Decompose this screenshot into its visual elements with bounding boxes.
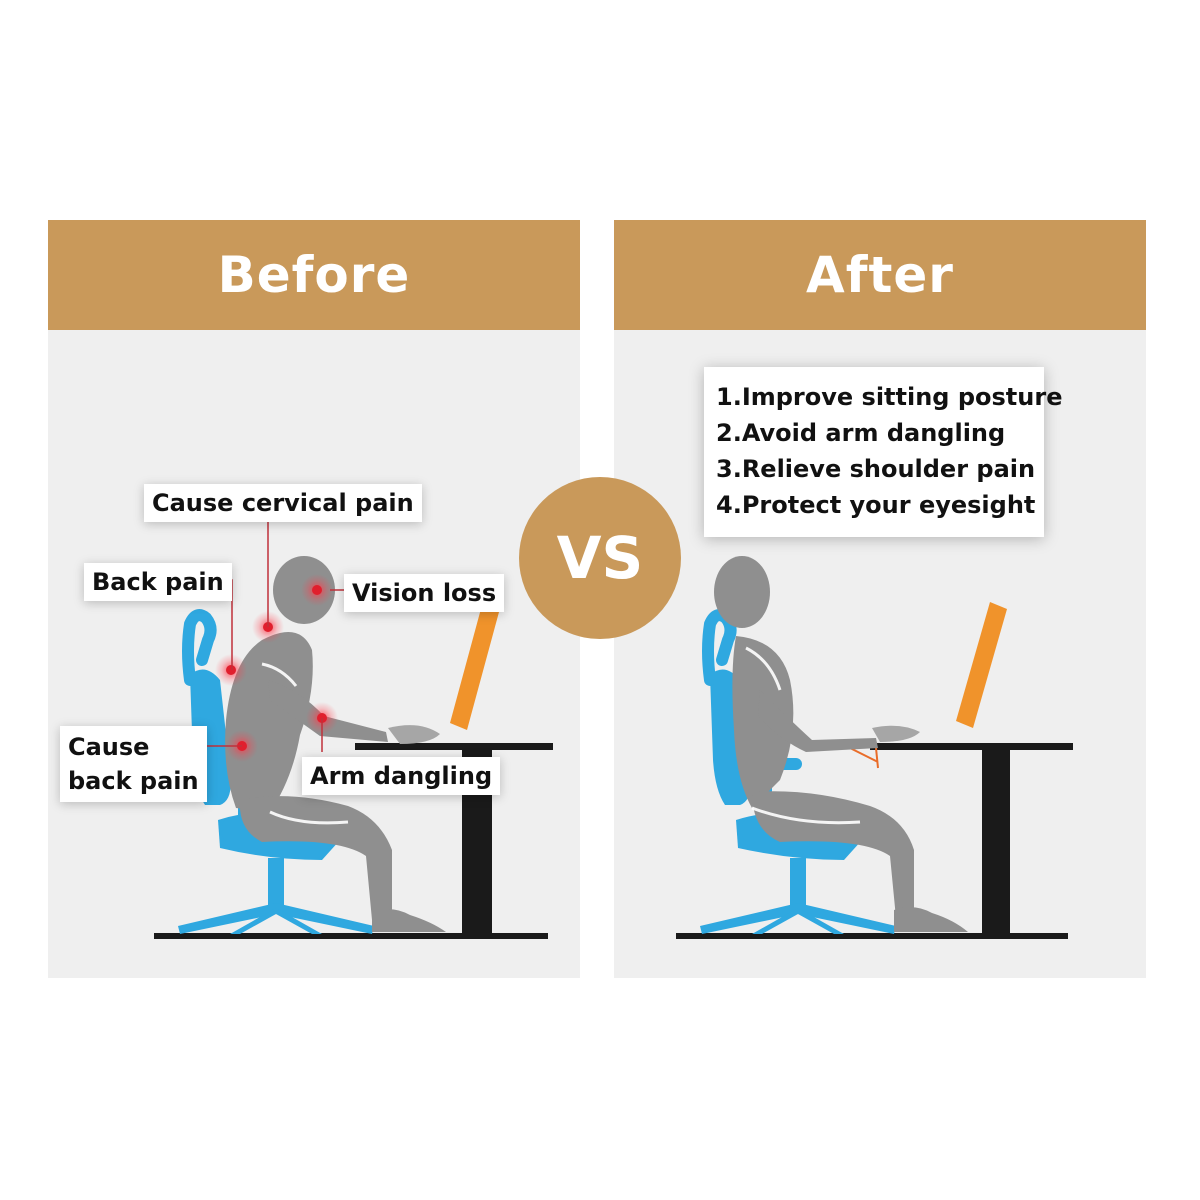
after-title: After <box>806 246 954 304</box>
callout-vision-loss: Vision loss <box>344 574 505 612</box>
before-scene <box>154 520 553 939</box>
after-monitor <box>956 602 1007 728</box>
before-monitor <box>450 605 499 730</box>
after-scene <box>676 556 1073 939</box>
after-person <box>714 556 968 932</box>
before-floor <box>154 933 548 939</box>
after-desk <box>870 743 1073 935</box>
after-floor <box>676 933 1068 939</box>
benefit-item: 3.Relieve shoulder pain <box>716 455 1036 483</box>
lower-back-line-2: back pain <box>68 767 199 795</box>
callout-lower-back-pain: Cause back pain <box>60 726 207 802</box>
before-person <box>225 556 446 932</box>
callout-cervical-pain: Cause cervical pain <box>144 484 422 522</box>
vs-label: VS <box>556 524 644 592</box>
callout-back-pain: Back pain <box>84 563 232 601</box>
lower-back-line-1: Cause <box>68 733 150 761</box>
benefit-item: 1.Improve sitting posture <box>716 383 1063 411</box>
benefit-item: 4.Protect your eyesight <box>716 491 1036 519</box>
benefits-list: 1.Improve sitting posture 2.Avoid arm dan… <box>704 367 1063 537</box>
after-header: After <box>614 220 1146 330</box>
benefit-item: 2.Avoid arm dangling <box>716 419 1006 447</box>
before-title: Before <box>217 246 411 304</box>
vs-badge: VS <box>519 477 681 639</box>
after-chair <box>700 609 896 934</box>
before-header: Before <box>48 220 580 330</box>
after-panel: After <box>614 220 1146 978</box>
callout-arm-dangling: Arm dangling <box>302 757 501 795</box>
